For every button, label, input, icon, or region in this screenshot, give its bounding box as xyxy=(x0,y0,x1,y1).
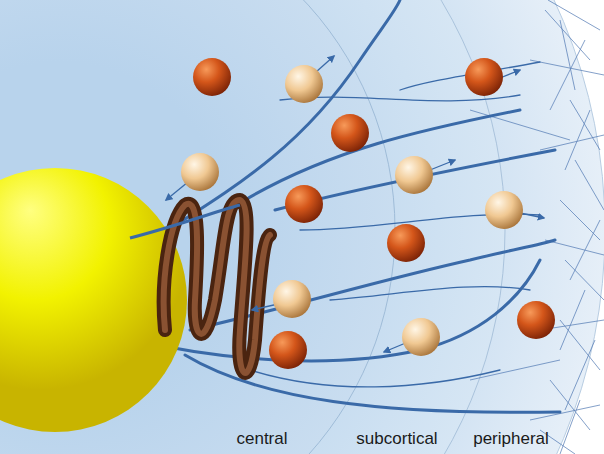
microtubules xyxy=(135,0,560,412)
transport-arrows xyxy=(166,56,544,352)
dark-vesicles xyxy=(193,58,555,369)
zone-label: subcortical xyxy=(356,430,437,449)
zone-label: peripheral xyxy=(473,430,549,449)
golgi-apparatus xyxy=(164,200,270,373)
light-vesicles xyxy=(181,65,523,356)
microtubule-overlay xyxy=(130,205,240,238)
zone-label: central xyxy=(236,430,287,449)
